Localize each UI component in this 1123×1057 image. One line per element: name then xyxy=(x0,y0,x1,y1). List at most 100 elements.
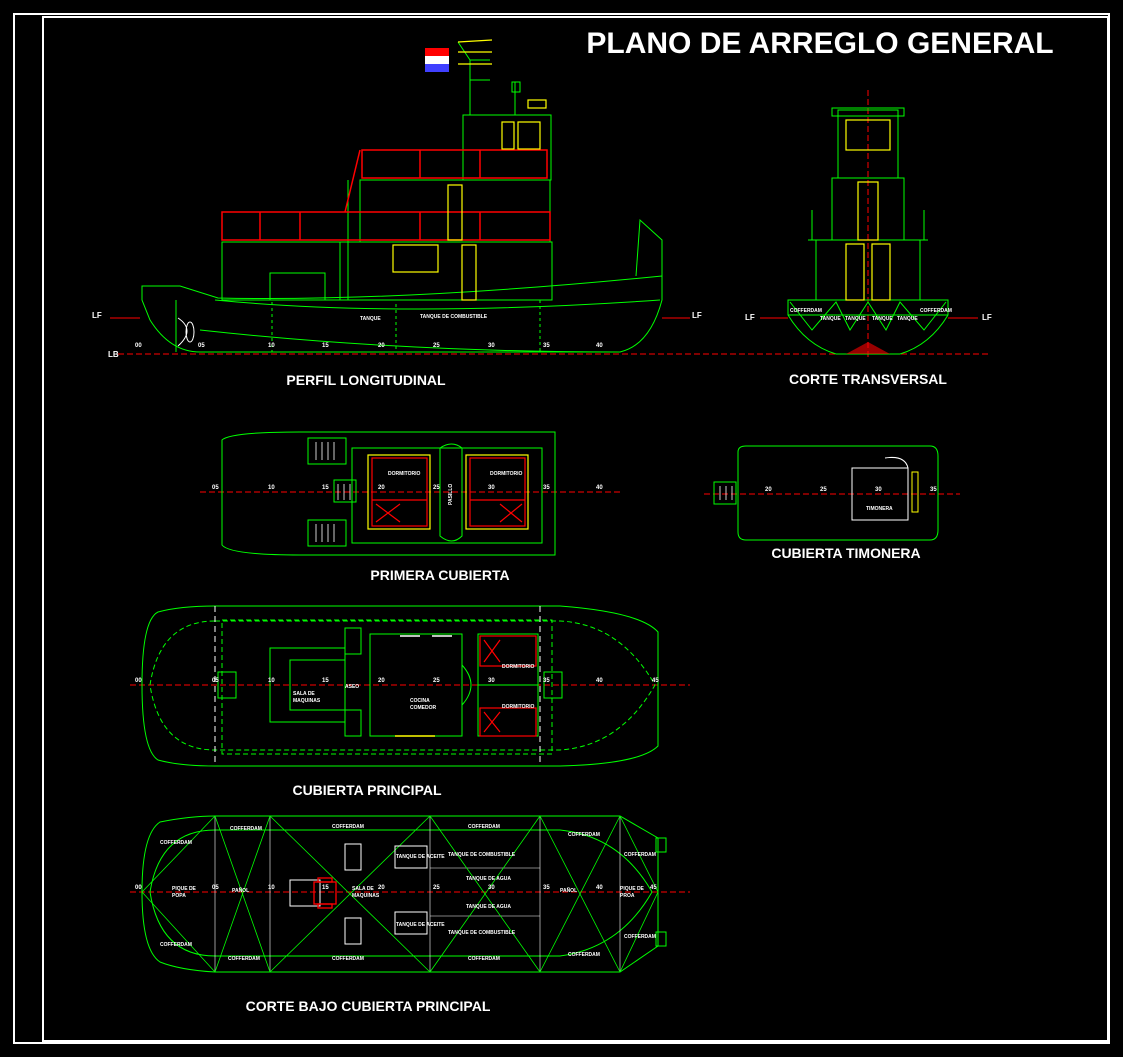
transverse-tank-4: TANQUE xyxy=(897,316,918,322)
first-deck-frame-35: 35 xyxy=(543,485,550,491)
below-deck-coff-3: COFFERDAM xyxy=(332,824,364,830)
below-deck-fuel-top: TANQUE DE COMBUSTIBLE xyxy=(448,852,516,858)
transverse-view xyxy=(787,90,949,360)
profile-lf-right: LF xyxy=(692,311,702,320)
inner-border xyxy=(42,16,1109,1042)
flag-icon xyxy=(425,48,449,72)
below-deck-coff-12: COFFERDAM xyxy=(624,934,656,940)
profile-frame-40: 40 xyxy=(596,343,603,349)
below-deck-coff-1: COFFERDAM xyxy=(160,840,192,846)
main-deck-frame-15: 15 xyxy=(322,678,329,684)
profile-frame-20: 20 xyxy=(378,343,385,349)
below-deck-fore-peak-a: PIQUE DE xyxy=(620,886,645,892)
main-deck-engine-a: SALA DE xyxy=(293,691,315,697)
below-deck-frame-40: 40 xyxy=(596,885,603,891)
transverse-caption: CORTE TRANSVERSAL xyxy=(789,371,947,387)
main-deck-toilet: ASEO xyxy=(345,684,359,690)
main-deck-frame-05: 05 xyxy=(212,678,219,684)
wheelhouse-frame-25: 25 xyxy=(820,487,827,493)
below-deck-fuel-bottom: TANQUE DE COMBUSTIBLE xyxy=(448,930,516,936)
transverse-tank-1: TANQUE xyxy=(820,316,841,322)
first-deck-frame-05: 05 xyxy=(212,485,219,491)
wheelhouse-caption: CUBIERTA TIMONERA xyxy=(771,545,920,561)
profile-frame-00: 00 xyxy=(135,343,142,349)
below-deck-frame-10: 10 xyxy=(268,885,275,891)
wheelhouse-frame-30: 30 xyxy=(875,487,882,493)
engine-icon xyxy=(313,877,337,909)
profile-frame-05: 05 xyxy=(198,343,205,349)
profile-lb: LB xyxy=(108,350,119,359)
main-deck-dorm-top: DORMITORIO xyxy=(502,664,535,670)
below-deck-caption: CORTE BAJO CUBIERTA PRINCIPAL xyxy=(246,998,491,1014)
profile-lf-left: LF xyxy=(92,311,102,320)
below-deck-water-top: TANQUE DE AGUA xyxy=(466,876,511,882)
main-deck-frame-40: 40 xyxy=(596,678,603,684)
first-deck-frame-25: 25 xyxy=(433,485,440,491)
transverse-cofferdam-left: COFFERDAM xyxy=(790,308,822,314)
sheet-title: PLANO DE ARREGLO GENERAL xyxy=(586,27,1053,60)
first-deck-dorm-left: DORMITORIO xyxy=(388,471,421,477)
wheelhouse-view xyxy=(704,445,960,541)
main-deck-frame-25: 25 xyxy=(433,678,440,684)
wheelhouse-room-label: TIMONERA xyxy=(866,506,893,512)
transverse-lf-right: LF xyxy=(982,313,992,322)
first-deck-frame-40: 40 xyxy=(596,485,603,491)
profile-view xyxy=(118,41,990,355)
below-deck-coff-10: COFFERDAM xyxy=(468,956,500,962)
below-deck-store-aft: PAÑOL xyxy=(232,887,249,894)
main-deck-galley-b: COMEDOR xyxy=(410,705,437,711)
below-deck-frame-15: 15 xyxy=(322,885,329,891)
wheelhouse-frame-35: 35 xyxy=(930,487,937,493)
below-deck-store-fwd: PAÑOL xyxy=(560,887,577,894)
main-deck-view xyxy=(130,605,690,767)
profile-openings xyxy=(392,39,547,301)
below-deck-frame-05: 05 xyxy=(212,885,219,891)
main-deck-frame-00: 00 xyxy=(135,678,142,684)
wheelhouse-frame-20: 20 xyxy=(765,487,772,493)
main-deck-frame-10: 10 xyxy=(268,678,275,684)
profile-frame-30: 30 xyxy=(488,343,495,349)
profile-frame-15: 15 xyxy=(322,343,329,349)
main-deck-frame-35: 35 xyxy=(543,678,550,684)
below-deck-frame-35: 35 xyxy=(543,885,550,891)
below-deck-view xyxy=(130,815,690,973)
main-deck-galley-a: COCINA xyxy=(410,698,430,704)
first-deck-frame-20: 20 xyxy=(378,485,385,491)
below-deck-frame-00: 00 xyxy=(135,885,142,891)
below-deck-coff-8: COFFERDAM xyxy=(228,956,260,962)
main-deck-frame-30: 30 xyxy=(488,678,495,684)
below-deck-engine-b: MAQUINAS xyxy=(352,893,380,899)
below-deck-frame-45: 45 xyxy=(650,885,657,891)
profile-rails xyxy=(221,149,551,241)
first-deck-caption: PRIMERA CUBIERTA xyxy=(370,567,509,583)
first-deck-frame-15: 15 xyxy=(322,485,329,491)
below-deck-frame-25: 25 xyxy=(433,885,440,891)
profile-fuel-label: TANQUE DE COMBUSTIBLE xyxy=(420,314,488,320)
below-deck-coff-7: COFFERDAM xyxy=(160,942,192,948)
below-deck-frame-20: 20 xyxy=(378,885,385,891)
first-deck-view xyxy=(200,431,620,556)
first-deck-frame-30: 30 xyxy=(488,485,495,491)
transverse-tank-3: TANQUE xyxy=(872,316,893,322)
below-deck-engine-a: SALA DE xyxy=(352,886,374,892)
profile-frame-25: 25 xyxy=(433,343,440,349)
below-deck-oil-bottom: TANQUE DE ACEITE xyxy=(396,922,445,928)
below-deck-aft-peak-b: POPA xyxy=(172,893,186,899)
below-deck-coff-5: COFFERDAM xyxy=(568,832,600,838)
profile-caption: PERFIL LONGITUDINAL xyxy=(286,372,446,388)
below-deck-frame-30: 30 xyxy=(488,885,495,891)
first-deck-frame-10: 10 xyxy=(268,485,275,491)
below-deck-coff-11: COFFERDAM xyxy=(568,952,600,958)
main-deck-engine-b: MAQUINAS xyxy=(293,698,321,704)
below-deck-coff-4: COFFERDAM xyxy=(468,824,500,830)
transverse-cofferdam-right: COFFERDAM xyxy=(920,308,952,314)
below-deck-coff-9: COFFERDAM xyxy=(332,956,364,962)
below-deck-aft-peak-a: PIQUE DE xyxy=(172,886,197,892)
below-deck-oil-top: TANQUE DE ACEITE xyxy=(396,854,445,860)
main-deck-dorm-bottom: DORMITORIO xyxy=(502,704,535,710)
profile-frame-10: 10 xyxy=(268,343,275,349)
main-deck-frame-45: 45 xyxy=(652,678,659,684)
transverse-lf-left: LF xyxy=(745,313,755,322)
below-deck-fore-peak-b: PROA xyxy=(620,893,635,899)
below-deck-coff-2: COFFERDAM xyxy=(230,826,262,832)
